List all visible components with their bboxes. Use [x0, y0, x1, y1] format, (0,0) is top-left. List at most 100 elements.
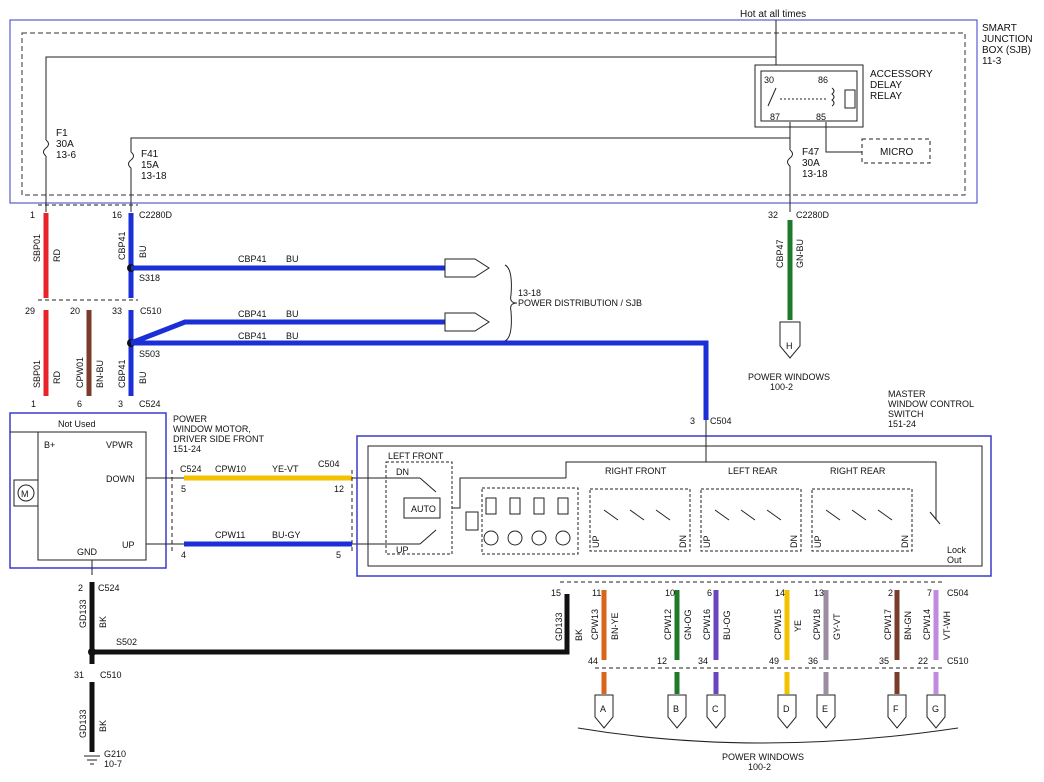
led-resistor-icon [533, 497, 545, 515]
motor-vpwr: VPWR [106, 440, 134, 450]
c524-label-top: C524 [139, 399, 161, 409]
connector-f [887, 694, 907, 729]
pin-6: 6 [77, 399, 82, 409]
motor-label-4: 151-24 [173, 444, 201, 454]
c510-label-bottom: C510 [100, 670, 122, 680]
motor-up: UP [122, 540, 135, 550]
fuse-f1-amp: 30A [56, 139, 74, 150]
rr-dn: DN [900, 535, 910, 548]
c524-label-mid: C524 [180, 464, 202, 474]
motor-label-2: WINDOW MOTOR, [173, 424, 251, 434]
led-group [483, 497, 571, 546]
cbp41-s318-id: CBP41 [238, 254, 267, 264]
lf-switch-b [419, 529, 437, 545]
bottom-brace [577, 727, 959, 744]
pd-ref: 13-18 [518, 288, 541, 298]
gd133-lower-color: BK [98, 720, 108, 732]
pin-b49: 49 [769, 656, 779, 666]
led-resistor-icon [509, 497, 521, 515]
switch-contact [877, 509, 893, 521]
gd133-master-id: GD133 [554, 612, 564, 641]
master-label-2: WINDOW CONTROL [888, 399, 974, 409]
sbp01-upper-color: RD [52, 249, 62, 262]
bottom-wires [601, 590, 939, 660]
fuse-f41-name: F41 [141, 149, 159, 160]
switch-contact [714, 509, 730, 521]
relay-switch [767, 87, 777, 107]
c510-label-top: C510 [140, 306, 162, 316]
pin-3: 3 [118, 399, 123, 409]
sbp01-lower-id: SBP01 [32, 360, 42, 388]
c524-label-bottom: C524 [98, 583, 120, 593]
rr-up: UP [813, 535, 823, 548]
pin-s10: 10 [665, 588, 675, 598]
connector-a-letter: A [600, 704, 606, 714]
pw-h-label-1: POWER WINDOWS [748, 372, 830, 382]
connector-h-letter: H [786, 341, 793, 351]
door-switch-contacts [603, 509, 893, 521]
ground-ref: 10-7 [104, 759, 122, 769]
led-resistor-icon [557, 497, 569, 515]
lf-auto-box [403, 497, 441, 519]
micro-label: MICRO [880, 147, 914, 158]
rr-switch-box [811, 488, 913, 552]
pin-s7: 7 [927, 588, 932, 598]
pin-31: 31 [74, 670, 84, 680]
relay-label-1: ACCESSORY [870, 69, 933, 80]
bottom-label-1: POWER WINDOWS [722, 752, 804, 762]
cpw16-color: BU-OG [722, 610, 732, 640]
sjb-label-4: 11-3 [982, 56, 1002, 67]
connector-arrow-1 [444, 258, 490, 278]
pin-1: 1 [30, 210, 35, 220]
motor-m: M [21, 489, 29, 499]
cbp41-s503a-id: CBP41 [238, 309, 267, 319]
cbp41-s318-color: BU [286, 254, 299, 264]
relay-box [754, 64, 864, 128]
cpw13-id: CPW13 [590, 609, 600, 640]
master-label-1: MASTER [888, 389, 926, 399]
relay-85-wire [825, 122, 862, 153]
cpw14-id: CPW14 [922, 609, 932, 640]
relay-label-2: DELAY [870, 80, 902, 91]
cpw01-color: BN-BU [95, 360, 105, 388]
cpw12-color: GN-OG [683, 610, 693, 641]
master-inner [367, 445, 983, 567]
cpw12-id: CPW12 [663, 609, 673, 640]
sjb-inner [21, 32, 966, 196]
cpw11-id: CPW11 [215, 530, 245, 540]
rf-switch-box [589, 488, 691, 552]
cpw11-color: BU-GY [272, 530, 301, 540]
pin-s13: 13 [814, 588, 824, 598]
resistor-icon [465, 511, 479, 531]
pin-b22: 22 [918, 656, 928, 666]
relay-pin-86: 86 [818, 75, 828, 85]
connector-b-letter: B [673, 704, 679, 714]
pin-15: 15 [551, 588, 561, 598]
wire-cbp41-s503-a [130, 319, 445, 346]
cpw10-color: YE-VT [272, 464, 299, 474]
wire-gd133-s502 [92, 594, 570, 655]
fuse-f41-amp: 15A [141, 160, 159, 171]
pin-2: 2 [78, 583, 83, 593]
connector-arrow-2 [444, 312, 490, 332]
cpw17-id: CPW17 [883, 609, 893, 640]
sbp01-lower-color: RD [52, 371, 62, 384]
cpw01-id: CPW01 [75, 357, 85, 388]
master-label-4: 151-24 [888, 419, 916, 429]
pin-1b: 1 [31, 399, 36, 409]
fuse-f47-icon [787, 149, 793, 167]
motor-gnd: GND [77, 547, 98, 557]
motor-not-used: Not Used [58, 419, 96, 429]
bottom-wire-stubs [601, 672, 939, 694]
connector-b [667, 694, 687, 729]
cbp47-color: GN-BU [795, 239, 805, 268]
cpw18-id: CPW18 [812, 609, 822, 640]
lf-up: UP [396, 545, 409, 555]
pin-16: 16 [112, 210, 122, 220]
cbp41-lower-color: BU [138, 371, 148, 384]
cbp41-s503a-color: BU [286, 309, 299, 319]
s318-label: S318 [139, 273, 160, 283]
pin-33: 33 [112, 306, 122, 316]
sbp01-upper-id: SBP01 [32, 234, 42, 262]
